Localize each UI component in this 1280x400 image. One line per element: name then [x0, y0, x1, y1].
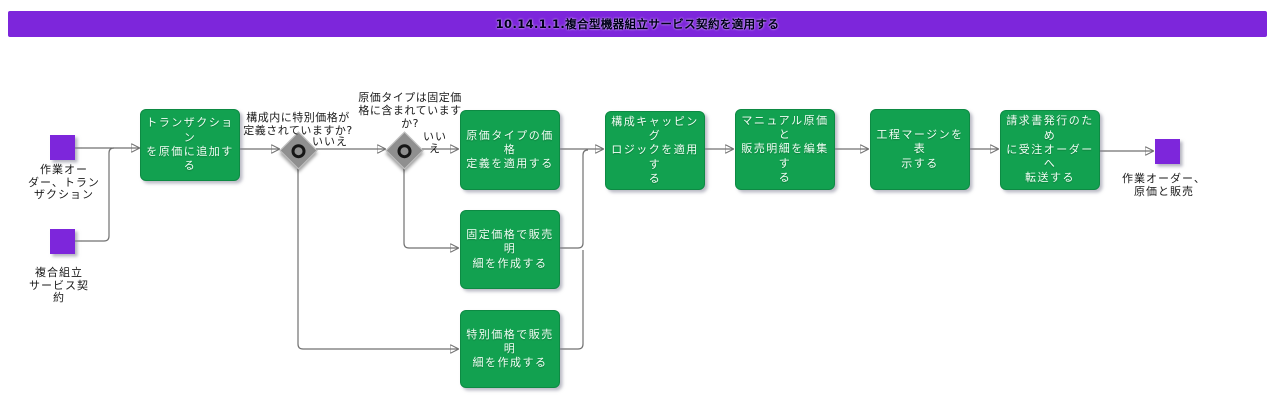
start-event-service-contract-label: 複合組立 サービス契 約: [29, 266, 89, 305]
connector-special-merge: [560, 250, 584, 350]
process-add-transactions-to-cost[interactable]: トランザクション を原価に追加する: [140, 109, 240, 181]
start-event-service-contract[interactable]: [50, 229, 75, 254]
end-event-label: 作業オーダー、 原価と販売: [1122, 172, 1206, 198]
gateway-circle-icon: [394, 140, 415, 161]
end-event-work-order-cost-sales[interactable]: [1155, 139, 1180, 164]
gateway-special-price-question: 構成内に特別価格が 定義されていますか?: [243, 111, 353, 137]
gateway-cost-type-question: 原価タイプは固定価 格に含まれています か?: [358, 91, 462, 130]
process-edit-manual-cost-sales-lines[interactable]: マニュアル原価と 販売明細を編集す る: [735, 109, 835, 190]
process-apply-cost-type-price[interactable]: 原価タイプの価格 定義を適用する: [460, 110, 560, 190]
start-event-work-order[interactable]: [50, 135, 75, 160]
process-create-sales-line-special-price[interactable]: 特別価格で販売明 細を作成する: [460, 310, 560, 388]
diagram-title-bar: 10.14.1.1.複合型機器組立サービス契約を適用する: [8, 11, 1267, 37]
connector-fixed-merge: [560, 149, 589, 249]
process-transfer-to-sales-order[interactable]: 請求書発行のため に受注オーダーへ 転送する: [1000, 110, 1100, 190]
gateway1-no-branch-label: いいえ: [312, 135, 348, 148]
start-event-work-order-label: 作業オー ダー、トラン ザクション: [28, 163, 100, 202]
connector-d1-to-special: [297, 168, 458, 349]
gateway-cost-type-fixed-price[interactable]: [385, 131, 424, 170]
diagram-title: 10.14.1.1.複合型機器組立サービス契約を適用する: [495, 17, 780, 31]
process-create-sales-line-fixed-price[interactable]: 固定価格で販売明 細を作成する: [460, 210, 560, 289]
gateway-circle-icon: [288, 140, 309, 161]
connector-d2-to-fixed: [403, 168, 458, 248]
process-apply-capping-logic[interactable]: 構成キャッピング ロジックを適用す る: [605, 111, 705, 190]
gateway2-no-branch-label: いい え: [423, 130, 447, 156]
process-show-process-margin[interactable]: 工程マージンを表 示する: [870, 109, 970, 190]
